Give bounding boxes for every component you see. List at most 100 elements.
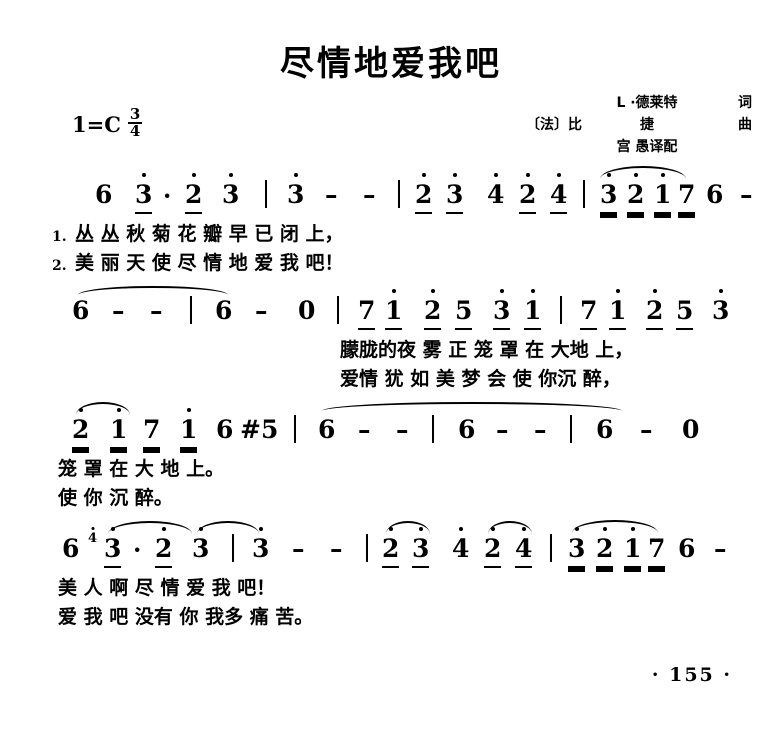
credit-left-3 <box>520 136 582 158</box>
system-1: 6 3 · 2 3 3 – – 2 3 4 2 4 3 2 1 7 6 – <box>0 166 782 280</box>
note: 1 <box>524 296 542 330</box>
note: 6 <box>72 296 90 325</box>
note-dash: – <box>534 415 547 444</box>
credit-mid-3: 宫 愚译配 <box>616 139 678 155</box>
credit-row-composer: 〔法〕比 捷 曲 <box>520 114 752 136</box>
note: 1 <box>385 296 403 330</box>
note-dash: – <box>740 180 753 209</box>
note: 2 <box>382 534 400 568</box>
note: 2 <box>424 296 442 330</box>
page-number: · 155 · <box>651 664 732 686</box>
slur <box>600 166 686 179</box>
note-dash: – <box>255 296 268 325</box>
system-4: 6 4 3 · 2 3 3 – – 2 3 4 2 4 3 2 1 <box>0 520 782 634</box>
note: 5 <box>455 296 473 330</box>
note-dash: – <box>112 296 125 325</box>
lyric-text: 使 你 沉 醉。 <box>58 487 173 509</box>
note: 6 <box>596 415 614 444</box>
slur <box>76 402 130 415</box>
lyric-text: 笼 罩 在 大 地 上。 <box>58 458 225 480</box>
note: 1 <box>180 415 198 449</box>
lyric-row: 爱 我 吧 没有 你 我多 痛 苦。 <box>0 605 782 634</box>
system-2-lyrics: 朦胧的夜 雾 正 笼 罩 在 大地 上， 爱情 犹 如 美 梦 会 使 你沉 醉… <box>0 338 782 396</box>
slur <box>78 286 228 295</box>
note: 6 <box>62 534 80 563</box>
credit-right-3 <box>712 136 752 158</box>
system-2-notes: 6 – – 6 – 0 7 1 2 5 3 1 7 1 2 5 3 <box>0 286 782 338</box>
system-3: 2 1 7 1 6 #5 6 – – 6 – – 6 – 0 笼 罩 在 大 地… <box>0 402 782 515</box>
note: 1 <box>609 296 627 330</box>
note: 0 <box>682 415 700 444</box>
slur <box>108 521 192 534</box>
note: 7 <box>648 534 666 568</box>
note: 6 <box>216 415 234 444</box>
credit-left-2: 〔法〕比 <box>526 117 582 133</box>
note: 3 <box>493 296 511 330</box>
credit-right-2: 曲 <box>738 117 752 133</box>
augmentation-dot: · <box>133 535 142 564</box>
slur <box>572 520 658 533</box>
credit-row-translator: 宫 愚译配 <box>520 136 752 158</box>
note: 1 <box>110 415 128 449</box>
system-3-lyrics: 笼 罩 在 大 地 上。 使 你 沉 醉。 <box>0 457 782 515</box>
note-dash: – <box>150 296 163 325</box>
note: 3 <box>412 534 430 568</box>
barline <box>550 534 552 562</box>
note: 7 <box>358 296 376 330</box>
barline <box>432 415 434 443</box>
note: 2 <box>627 180 645 214</box>
grace-note: 4 <box>88 531 98 546</box>
barline <box>265 180 267 208</box>
slur <box>197 521 259 534</box>
note-dash: – <box>496 415 509 444</box>
note: 6 <box>678 534 696 563</box>
lyric-text: 丛 丛 秋 菊 花 瓣 早 已 闭 上， <box>75 223 344 245</box>
time-signature: 3 4 <box>127 105 143 139</box>
system-4-lyrics: 美 人 啊 尽 情 爱 我 吧！ 爱 我 吧 没有 你 我多 痛 苦。 <box>0 576 782 634</box>
lyric-row: 使 你 沉 醉。 <box>0 486 782 515</box>
note: 3 <box>568 534 586 568</box>
lyric-text: 朦胧的夜 雾 正 笼 罩 在 大地 上， <box>340 339 634 361</box>
tonic-label: 1=C <box>72 111 121 137</box>
note: 3 <box>104 534 122 568</box>
slur <box>322 402 622 411</box>
note: 2 <box>596 534 614 568</box>
lyric-text: 爱情 犹 如 美 梦 会 使 你沉 醉， <box>340 368 621 390</box>
barline <box>366 534 368 562</box>
note-dash: – <box>640 415 653 444</box>
system-2: 6 – – 6 – 0 7 1 2 5 3 1 7 1 2 5 3 朦胧的夜 雾… <box>0 286 782 396</box>
note: 6 <box>706 180 724 209</box>
note: 2 <box>415 180 433 214</box>
lyric-text: 爱 我 吧 没有 你 我多 痛 苦。 <box>58 606 314 628</box>
note-dash: – <box>330 534 343 563</box>
system-3-notes: 2 1 7 1 6 #5 6 – – 6 – – 6 – 0 <box>0 402 782 457</box>
key-signature: 1=C 3 4 <box>72 105 143 140</box>
lyric-row: 朦胧的夜 雾 正 笼 罩 在 大地 上， <box>0 338 782 367</box>
note: 6 <box>458 415 476 444</box>
barline <box>294 415 296 443</box>
note: 2 <box>72 415 90 449</box>
note: 2 <box>646 296 664 330</box>
note: 2 <box>185 180 203 214</box>
note: 6 <box>318 415 336 444</box>
note-dash: – <box>396 415 409 444</box>
lyric-row: 2. 美 丽 天 使 尽 情 地 爱 我 吧！ <box>0 251 782 280</box>
barline <box>570 415 572 443</box>
page-title: 尽情地爱我吧 <box>280 44 502 84</box>
meter-numerator: 3 <box>129 105 141 123</box>
note: 2 <box>484 534 502 568</box>
note: 1 <box>654 180 672 214</box>
credit-right-1: 词 <box>738 95 752 111</box>
system-1-notes: 6 3 · 2 3 3 – – 2 3 4 2 4 3 2 1 7 6 – <box>0 166 782 222</box>
credit-mid-2: 捷 <box>640 117 654 133</box>
note: 3 <box>222 180 240 209</box>
slur <box>488 521 532 534</box>
slur <box>386 521 430 534</box>
note: 3 <box>446 180 464 214</box>
lyric-text: 美 丽 天 使 尽 情 地 爱 我 吧！ <box>75 252 344 274</box>
note: 3 <box>252 534 270 563</box>
note: 3 <box>287 180 305 209</box>
note: 4 <box>452 534 470 563</box>
note-dash: – <box>292 534 305 563</box>
